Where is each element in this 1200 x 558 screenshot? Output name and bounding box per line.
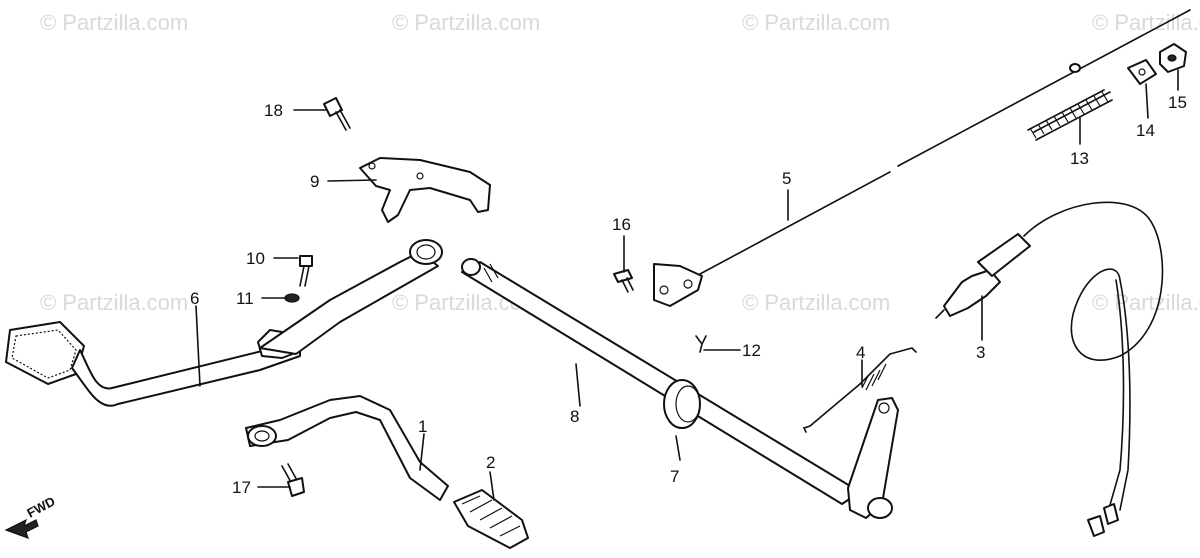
callout-16: 16 bbox=[612, 215, 631, 234]
callout-10: 10 bbox=[246, 249, 265, 268]
callout-18: 18 bbox=[264, 101, 283, 120]
callout-15: 15 bbox=[1168, 93, 1187, 112]
callout-3: 3 bbox=[976, 343, 985, 362]
fwd-indicator: FWD bbox=[4, 494, 58, 539]
part-12-cotter-pin bbox=[695, 335, 707, 353]
shaft-arm bbox=[847, 397, 899, 519]
callout-12: 12 bbox=[742, 341, 761, 360]
part-2-rubber bbox=[453, 489, 529, 549]
part-9-bracket bbox=[359, 157, 491, 223]
part-3-switch bbox=[935, 201, 1164, 537]
watermark: © Partzilla.com bbox=[742, 10, 890, 35]
callout-1: 1 bbox=[418, 417, 427, 436]
part-4-spring bbox=[802, 347, 917, 433]
part-7-collar bbox=[663, 379, 701, 429]
callout-6: 6 bbox=[190, 289, 199, 308]
part-1-shift-arm bbox=[245, 395, 449, 501]
part-18-bolt bbox=[323, 97, 351, 131]
watermarks: © Partzilla.com © Partzilla.com © Partzi… bbox=[40, 10, 1200, 315]
watermark: © Partzilla.com bbox=[1092, 290, 1200, 315]
watermark: © Partzilla.com bbox=[392, 10, 540, 35]
part-8-shaft bbox=[461, 258, 861, 505]
watermark: © Partzilla.com bbox=[40, 290, 188, 315]
part-13-spring bbox=[1027, 89, 1113, 141]
callout-14: 14 bbox=[1136, 121, 1155, 140]
part-16-pin bbox=[613, 269, 634, 293]
part-14-joint bbox=[1127, 59, 1157, 85]
part-10-bolt bbox=[299, 255, 313, 287]
callout-9: 9 bbox=[310, 172, 319, 191]
part-17-bolt bbox=[281, 463, 305, 497]
callout-17: 17 bbox=[232, 478, 251, 497]
part-5-rod bbox=[653, 9, 1191, 307]
part-11-washer bbox=[284, 293, 300, 303]
callout-7: 7 bbox=[670, 467, 679, 486]
leader-lines bbox=[195, 69, 1179, 501]
callout-11: 11 bbox=[236, 289, 254, 308]
callout-8: 8 bbox=[570, 407, 579, 426]
callouts: 18 9 10 11 6 1 2 17 8 7 4 12 16 5 3 13 1… bbox=[190, 93, 1187, 497]
callout-2: 2 bbox=[486, 453, 495, 472]
callout-5: 5 bbox=[782, 169, 791, 188]
watermark: © Partzilla.com bbox=[742, 290, 890, 315]
callout-13: 13 bbox=[1070, 149, 1089, 168]
callout-4: 4 bbox=[856, 343, 865, 362]
fwd-label: FWD bbox=[24, 494, 57, 521]
part-6-brake-pedal bbox=[5, 239, 443, 407]
part-15-nut bbox=[1159, 43, 1187, 73]
watermark: © Partzilla.com bbox=[40, 10, 188, 35]
